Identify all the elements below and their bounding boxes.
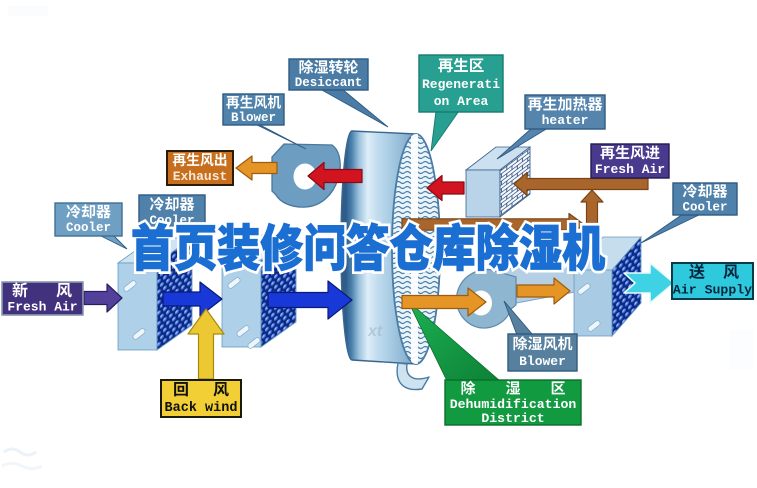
box-rivet <box>577 283 591 295</box>
regen-heater-coil-face <box>499 146 531 218</box>
label-regen-air-in: 再生风进 Fresh Air <box>590 143 670 179</box>
label-desiccant-en-text: Desiccant <box>295 76 363 90</box>
regen-intake-duct-to-heater <box>513 171 649 197</box>
aftercooler-coil-face <box>611 235 642 338</box>
hot-air-into-fan-arrow <box>307 161 363 191</box>
label-regen-air-in-en-text: Fresh Air <box>595 162 665 177</box>
label-regen-blower: 再生风机 Blower <box>222 93 285 126</box>
exhaust-air-arrow <box>235 155 278 181</box>
label-regen-air-out: 再生风出 Exhaust <box>166 150 234 186</box>
box-rivet <box>247 337 261 349</box>
hot-air-into-rotor-arrow <box>426 174 465 202</box>
label-regen-blower-en-text: Blower <box>231 111 276 125</box>
box-rivet <box>132 328 146 340</box>
label-dehumid-area-en-text: District <box>481 411 544 426</box>
rotor-rotation-ribbon <box>396 362 430 391</box>
label-cooler-1-box <box>54 202 123 237</box>
label-air-supply-box <box>671 262 754 300</box>
label-cooler-right-en-text: Cooler <box>682 201 727 215</box>
label-air-supply: 送风 Air Supply <box>671 262 754 300</box>
label-fresh-air-en-text: Fresh Air <box>7 300 77 315</box>
background-artifacts <box>1 6 754 470</box>
label-return-air: 回风 Back wind <box>160 379 242 418</box>
label-fresh-air-box <box>1 281 84 316</box>
regen-blower-fan <box>271 143 341 208</box>
label-cooler-1-en-text: Cooler <box>66 221 111 235</box>
label-regen-area-en-text: Regenerati <box>422 77 500 92</box>
label-return-air-box <box>160 379 242 418</box>
label-cooler-1: 冷却器 Cooler <box>54 202 123 237</box>
stray-watermark-text: xt <box>367 323 383 340</box>
label-cooler-2-box <box>138 194 206 231</box>
label-regen-heater-en-text: heater <box>542 113 589 128</box>
regen-heater-front-face <box>465 169 501 218</box>
label-cooler-right: 冷却器 Cooler <box>672 182 738 216</box>
label-regen-area: 再生区 Regenerati on Area <box>418 54 504 113</box>
label-dehumid-blower: 除湿风机 Blower <box>507 333 578 372</box>
label-regen-air-out-en-text: Exhaust <box>173 169 228 184</box>
supply-air-arrow <box>623 262 675 304</box>
label-dehumid-area: 除湿区 Dehumidification District <box>444 379 582 426</box>
label-regen-area-en-text: on Area <box>434 94 489 109</box>
label-dehumid-area-en-text: Dehumidification <box>450 397 577 412</box>
fresh-air-arrow <box>83 283 123 313</box>
process-air-arrow-1 <box>162 281 223 317</box>
dry-air-to-fan-arrow <box>401 287 487 317</box>
label-air-supply-en-text: Air Supply <box>673 283 752 298</box>
box-rivet <box>123 280 137 292</box>
return-air-arrow <box>187 308 225 380</box>
label-fresh-air: 新风 Fresh Air <box>1 281 84 316</box>
label-cooler-right-box <box>672 182 738 216</box>
label-return-air-en-text: Back wind <box>165 401 238 416</box>
box-rivet <box>236 325 250 337</box>
label-dehumid-blower-en-text: Blower <box>519 354 566 369</box>
process-air-arrow-2 <box>267 280 353 320</box>
label-desiccant: 除湿转轮 Desiccant <box>288 58 369 91</box>
label-regen-heater: 再生加热器 heater <box>524 94 606 130</box>
watermark: 首页装修问答仓库除湿机 <box>117 223 645 279</box>
box-rivet <box>227 277 241 289</box>
box-rivet <box>587 320 601 332</box>
fan-to-aftercooler-arrow <box>516 277 571 305</box>
regen-fan-inlet <box>293 163 317 190</box>
label-cooler-2: 冷却器 Cooler <box>138 194 206 231</box>
